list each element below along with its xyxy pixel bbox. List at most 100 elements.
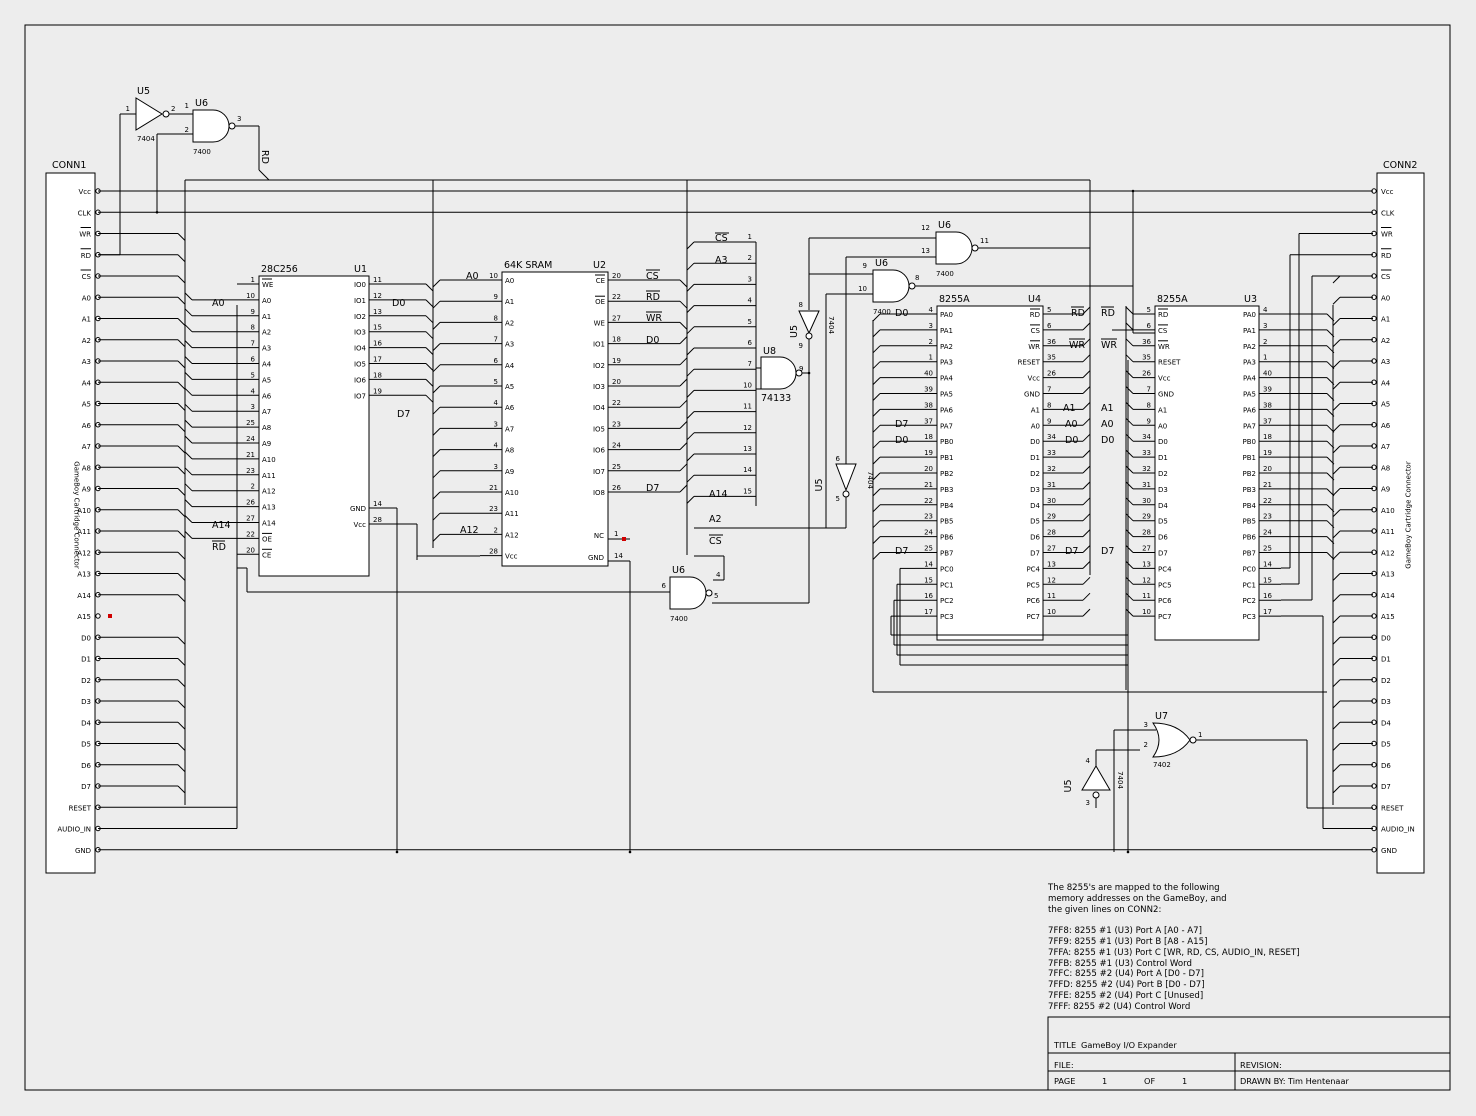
- bus-entry: [872, 329, 881, 338]
- conn1-pin-label: A9: [82, 486, 91, 494]
- bus-entry: [432, 449, 441, 457]
- conn2-pin-label: A5: [1381, 401, 1390, 409]
- u4-pin-number: 39: [924, 386, 933, 394]
- u2-pin-number: 20: [612, 378, 621, 386]
- u2-pin-number: 28: [489, 548, 498, 556]
- bus-entry: [679, 378, 688, 387]
- net-label-d0: D0: [1101, 435, 1114, 446]
- u1-pin-name: A4: [262, 361, 272, 369]
- conn1-pin-label: A13: [77, 571, 91, 579]
- bus-entry: [1332, 551, 1341, 560]
- notes-mapping: 7FF9: 8255 #1 (U3) Port B [A8 - A15]: [1048, 936, 1208, 947]
- bus-entry: [1332, 360, 1341, 369]
- bus-entry: [1332, 509, 1341, 518]
- conn2-pin-label: GND: [1381, 847, 1397, 855]
- u4-pin-name: PA7: [940, 422, 953, 430]
- bus-entry: [177, 424, 186, 433]
- conn2-pin-label: A3: [1381, 358, 1390, 366]
- conn2-pin-label: A2: [1381, 337, 1390, 345]
- u2-pin-name: A10: [505, 489, 519, 497]
- u1-pin-number: 17: [373, 356, 382, 364]
- u1-pin-name: IO6: [354, 376, 367, 384]
- conn1-pin-label: WR: [79, 231, 91, 239]
- bus-entry: [1125, 576, 1134, 585]
- bus-entry: [1332, 488, 1341, 496]
- u4-pin-name: PB5: [940, 518, 953, 526]
- bus-entry: [1332, 445, 1341, 454]
- u3-pin-number: 7: [1147, 386, 1151, 394]
- bus-entry: [1332, 721, 1341, 730]
- u3-pin-name: D5: [1158, 518, 1168, 526]
- u3-pin-number: 27: [1142, 545, 1151, 553]
- u2-pin-name: IO5: [593, 425, 605, 433]
- u3-pin-number: 12: [1142, 576, 1151, 584]
- u6c-gate: [872, 269, 910, 303]
- of-label: OF: [1144, 1076, 1156, 1086]
- notes-mapping: 7FFB: 8255 #1 (U3) Control Word: [1048, 958, 1192, 969]
- u1-pin-number: 11: [373, 276, 382, 284]
- net-label-rd: RD: [1071, 308, 1085, 319]
- bus-entry: [177, 594, 186, 603]
- bus-entry: [872, 377, 881, 385]
- bus-entry: [1082, 561, 1091, 569]
- u1-pin-name: A6: [262, 392, 272, 400]
- u3-pin-number: 28: [1142, 529, 1151, 537]
- title-value: GameBoy I/O Expander: [1081, 1040, 1177, 1050]
- u1-pin-number: 18: [373, 371, 382, 379]
- bus-entry: [425, 315, 434, 324]
- u1-pin-name: IO4: [354, 345, 367, 353]
- conn2-pin-label: A14: [1381, 592, 1395, 600]
- u1-pin-number: 19: [373, 387, 382, 395]
- bus-entry: [177, 275, 186, 284]
- conn2-pin-label: A6: [1381, 422, 1391, 430]
- bus-entry: [184, 403, 193, 412]
- bus-entry: [425, 283, 434, 292]
- u3-pin-number: 36: [1142, 338, 1151, 346]
- u2-pin-name: IO7: [593, 468, 605, 476]
- u2-body: [501, 271, 609, 567]
- u3-pin-number: 38: [1263, 401, 1272, 409]
- u4-pin-number: 15: [924, 576, 933, 584]
- u3-pin-name: PC2: [1242, 597, 1256, 605]
- file-label: FILE:: [1054, 1060, 1074, 1070]
- u3-pin-name: PB7: [1243, 550, 1256, 558]
- u5d-bubble: [1092, 791, 1100, 799]
- u2-pin-number: 21: [489, 484, 498, 492]
- net-label-a2: A2: [709, 514, 722, 525]
- u8-gate: [760, 356, 797, 390]
- u3-pin-name: PB1: [1243, 454, 1256, 462]
- u2-pin-number: 24: [612, 442, 621, 450]
- conn2-pin-label: A9: [1381, 486, 1390, 494]
- u2-pin-number: 6: [494, 357, 499, 365]
- conn1-body: [45, 172, 96, 874]
- conn1-pin-label: AUDIO_IN: [57, 826, 91, 834]
- u3-pin-name: PA5: [1243, 391, 1256, 399]
- u7-pin-number: 3: [1144, 721, 1148, 729]
- u3-pin-number: 21: [1263, 481, 1272, 489]
- u2-pin-name: Vcc: [505, 553, 518, 561]
- bus-entry: [1332, 679, 1341, 688]
- net-label-d0: D0: [392, 298, 405, 309]
- u2-pin-name: OE: [595, 298, 605, 306]
- bus-entry: [1332, 275, 1341, 284]
- bus-entry: [1082, 545, 1091, 553]
- bus-entry: [184, 308, 193, 317]
- bus-entry: [1125, 338, 1134, 347]
- u1-pin-number: 24: [246, 435, 255, 443]
- notes-intro-1: The 8255's are mapped to the following: [1048, 883, 1220, 893]
- u3-pin-number: 2: [1263, 338, 1267, 346]
- u5a-pin-number: 2: [171, 105, 175, 113]
- bus-entry: [432, 343, 441, 351]
- bus-entry: [184, 419, 193, 428]
- notes-mapping: 7FFE: 8255 #2 (U4) Port C [Unused]: [1048, 990, 1204, 1001]
- u1-pin-number: 16: [373, 340, 382, 348]
- u2-pin-name: IO1: [593, 341, 605, 349]
- u1-pin-number: 26: [246, 499, 255, 507]
- u2-pin-number: 23: [489, 505, 498, 513]
- bus-entry: [177, 658, 186, 666]
- u1-ref: U1: [354, 264, 367, 275]
- u3-pin-name: Vcc: [1158, 375, 1171, 383]
- bus-entry: [1082, 497, 1091, 506]
- bus-entry: [432, 322, 441, 330]
- u1-pin-name: IO7: [354, 392, 366, 400]
